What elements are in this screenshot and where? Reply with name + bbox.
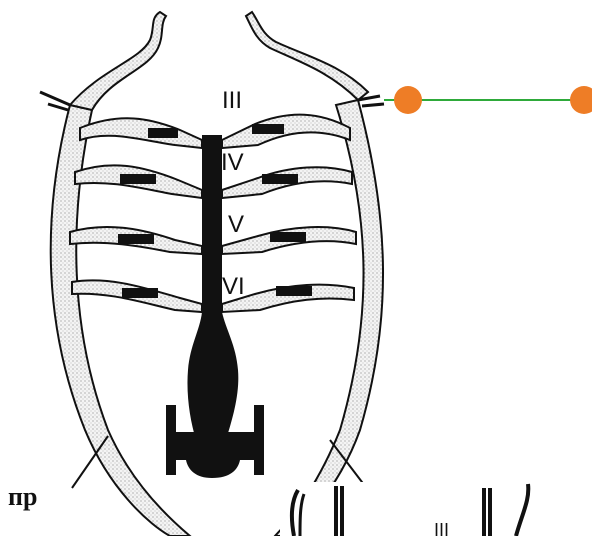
arch-label-v: V: [228, 211, 244, 238]
inset-label: III: [434, 520, 449, 536]
right-outer-vessel: [275, 100, 383, 536]
right-top-vessel: [246, 12, 368, 100]
arch-label-vi: VI: [222, 273, 245, 300]
heart-base: [170, 445, 260, 478]
arch-label-iii: III: [222, 87, 242, 114]
pointer-dot-left: [394, 86, 422, 114]
pointer-dot-right: [570, 86, 592, 114]
side-label: пр: [8, 482, 37, 511]
arch-label-iv: IV: [221, 149, 244, 176]
left-top-vessel: [70, 12, 166, 110]
